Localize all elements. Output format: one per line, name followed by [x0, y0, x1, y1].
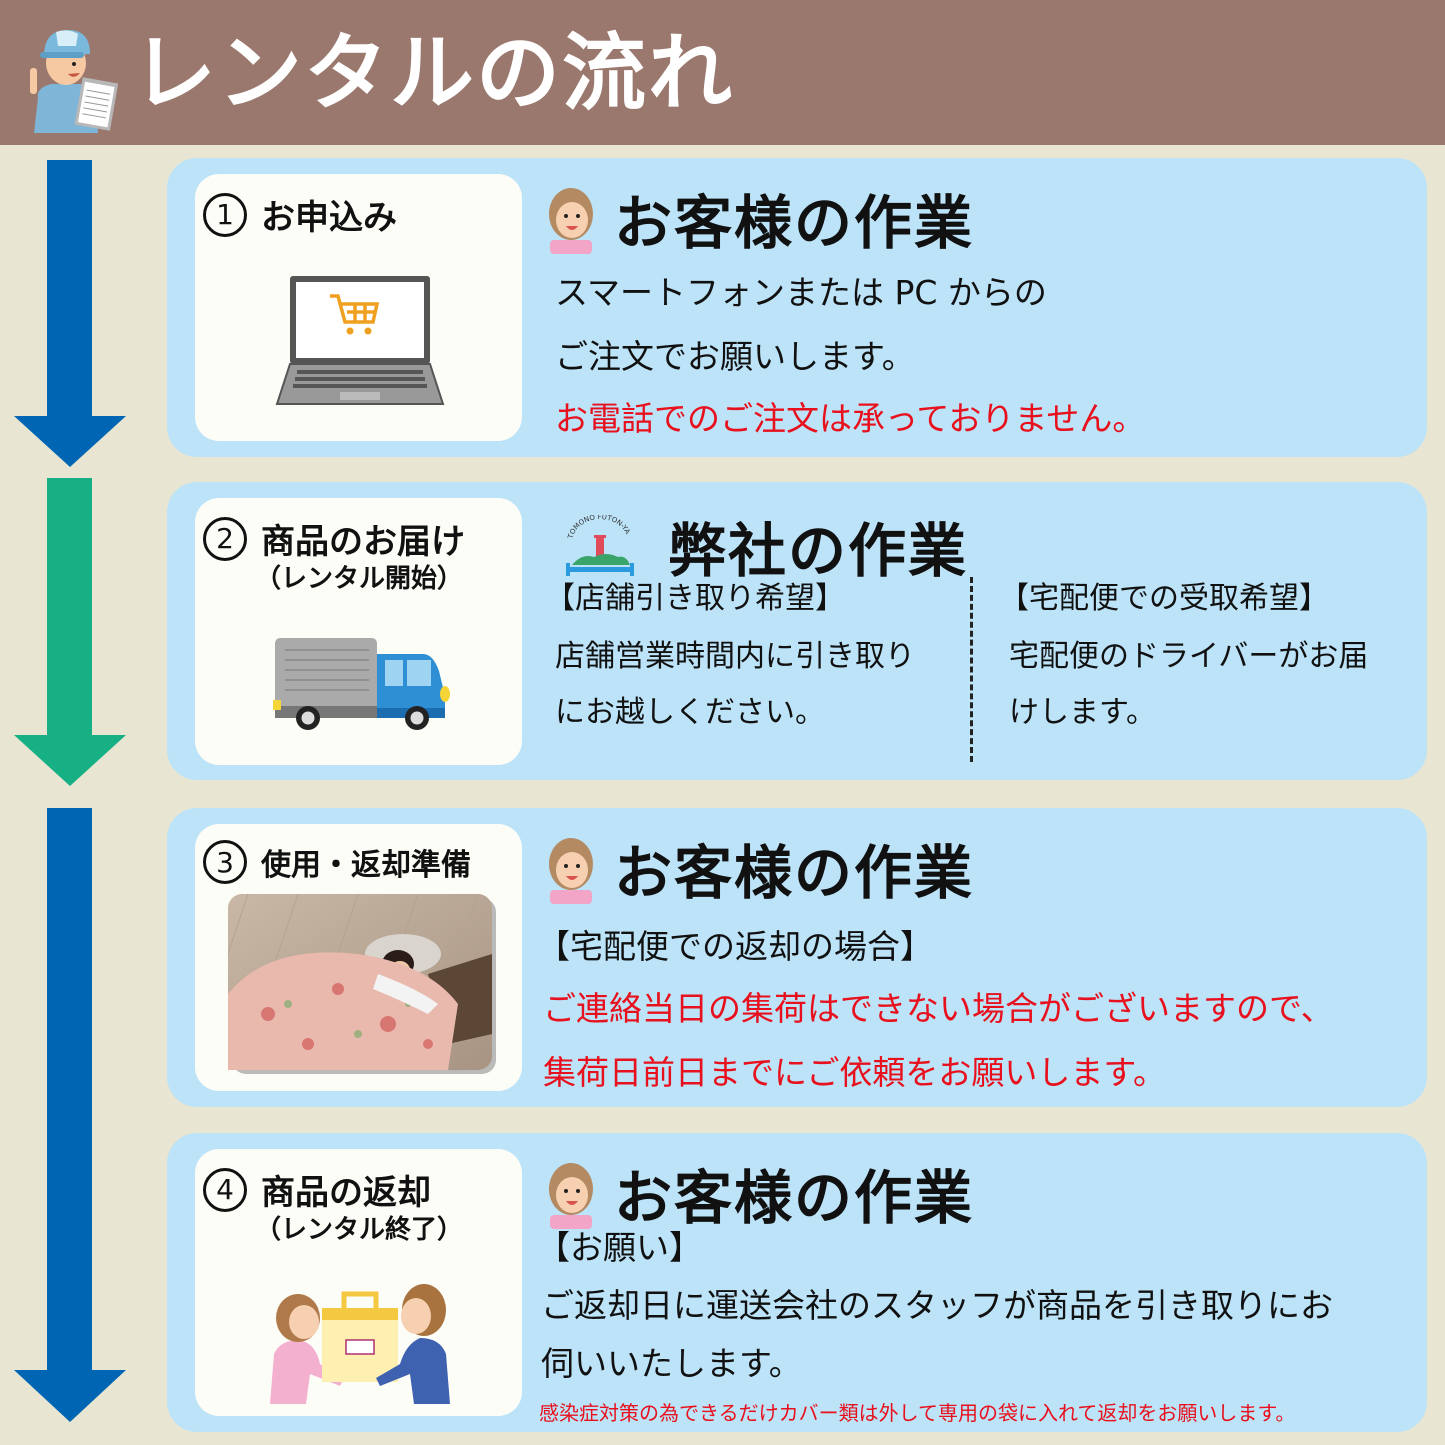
- role-header-customer: お客様の作業: [542, 176, 974, 260]
- laptop-shopping-cart-icon: [275, 276, 445, 405]
- step-1-title: 1 お申込み: [203, 190, 397, 239]
- step-3-box: 3 使用・返却準備: [195, 824, 522, 1091]
- worker-with-clipboard-icon: [30, 30, 118, 133]
- step-3-warning-1: ご連絡当日の集荷はできない場合がございますので、: [543, 989, 1334, 1028]
- step-3-title: 3 使用・返却準備: [203, 840, 471, 884]
- woman-sleeping-futon-photo: [228, 894, 496, 1074]
- step-3-heading: 【宅配便での返却の場合】: [537, 927, 933, 966]
- role-title: お客様の作業: [614, 189, 975, 257]
- role-header-company: TOMONO FUTON-YA 弊社の作業: [562, 504, 968, 588]
- step-3-title-text: 使用・返却準備: [261, 848, 471, 883]
- flow-arrow-step-3-4: [14, 808, 128, 1422]
- home-delivery-heading: 【宅配便での受取希望】: [999, 581, 1329, 616]
- step-4-infection-note: 感染症対策の為できるだけカバー類は外して専用の袋に入れて返却をお願いします。: [539, 1401, 1296, 1425]
- customer-face-icon: [549, 1163, 593, 1229]
- step-number-badge: 2: [203, 516, 247, 561]
- step-2-title: 2 商品のお届け: [203, 514, 465, 563]
- step-number-badge: 3: [203, 840, 247, 884]
- step-card-4: 4 商品の返却 （レンタル終了） お客様の作業: [167, 1133, 1427, 1432]
- step-card-1: 1 お申込み: [167, 158, 1427, 457]
- step-1-title-text: お申込み: [261, 198, 397, 238]
- step-number-badge: 1: [203, 192, 247, 237]
- home-delivery-line-2: けします。: [1009, 695, 1156, 730]
- step-4-heading: 【お願い】: [537, 1228, 702, 1267]
- column-divider: [970, 577, 973, 762]
- page-title: レンタルの流れ: [132, 24, 735, 122]
- step-4-title: 4 商品の返却: [203, 1165, 431, 1214]
- step-4-line-2: 伺いいたします。: [541, 1344, 802, 1383]
- step-4-title-text: 商品の返却: [261, 1173, 431, 1213]
- step-4-box: 4 商品の返却 （レンタル終了）: [195, 1149, 522, 1416]
- package-handover-icon: [270, 1284, 450, 1404]
- delivery-truck-icon: [273, 638, 450, 730]
- step-1-line-2: ご注文でお願いします。: [555, 337, 915, 376]
- step-4-line-1: ご返却日に運送会社のスタッフが商品を引き取りにお: [541, 1286, 1333, 1325]
- role-title: 弊社の作業: [668, 517, 969, 585]
- role-title: お客様の作業: [614, 839, 975, 907]
- tomono-futon-ya-logo: TOMONO FUTON-YA: [566, 515, 634, 576]
- store-pickup-line-1: 店舗営業時間内に引き取り: [555, 639, 915, 674]
- flow-arrow-step-2: [14, 478, 128, 786]
- step-3-warning-2: 集荷日前日までにご依頼をお願いします。: [543, 1053, 1167, 1092]
- role-header-customer: お客様の作業: [542, 826, 974, 910]
- step-card-3: 3 使用・返却準備: [167, 808, 1427, 1107]
- step-2-subtitle: （レンタル開始）: [255, 564, 464, 594]
- customer-face-icon: [549, 838, 593, 904]
- store-pickup-line-2: にお越しください。: [555, 695, 825, 730]
- step-2-title-text: 商品のお届け: [261, 522, 465, 562]
- role-header-customer: お客様の作業: [542, 1151, 974, 1235]
- step-4-subtitle: （レンタル終了）: [255, 1215, 464, 1245]
- flow-arrow-step-1: [14, 160, 128, 467]
- store-pickup-heading: 【店舗引き取り希望】: [545, 581, 845, 616]
- step-1-line-1: スマートフォンまたは PC からの: [555, 273, 1047, 312]
- step-number-badge: 4: [203, 1167, 247, 1212]
- step-1-warning: お電話でのご注文は承っておりません。: [555, 399, 1146, 438]
- header-banner: レンタルの流れ: [0, 0, 1445, 145]
- step-1-box: 1 お申込み: [195, 174, 522, 441]
- home-delivery-line-1: 宅配便のドライバーがお届: [1009, 639, 1369, 674]
- customer-face-icon: [549, 188, 593, 254]
- step-card-2: 2 商品のお届け （レンタル開始） TOMONO FUTON-YA: [167, 482, 1427, 780]
- step-2-box: 2 商品のお届け （レンタル開始）: [195, 498, 522, 765]
- role-title: お客様の作業: [614, 1164, 975, 1232]
